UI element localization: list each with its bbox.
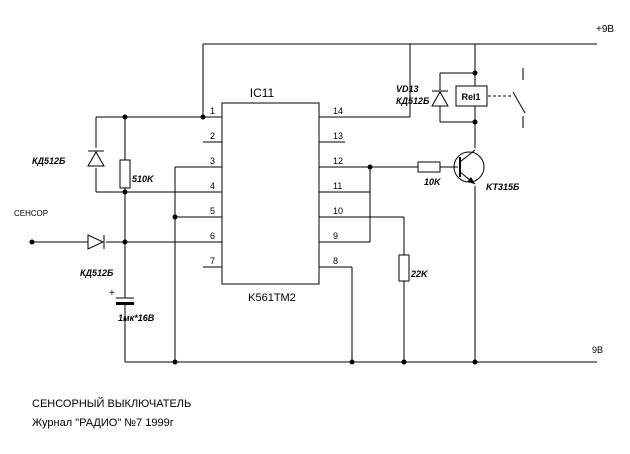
ic-body [221, 102, 320, 285]
transistor-label: KT315Б [486, 182, 520, 192]
diode-top-left [87, 150, 105, 167]
ic-part-label: K561TM2 [248, 292, 296, 304]
diode-relay-ref: VD13 [396, 84, 419, 94]
wires [32, 43, 597, 363]
transistor-npn [453, 149, 485, 185]
pin-5-label: 5 [210, 206, 215, 216]
caption-title: СЕНСОРНЫЙ ВЫКЛЮЧАТЕЛЬ [32, 398, 192, 410]
pin-2-label: 2 [210, 131, 215, 141]
resistor-22k [398, 254, 410, 282]
pin-14-label: 14 [333, 106, 343, 116]
pin-4-label: 4 [210, 181, 215, 191]
sensor-terminal-icon [29, 239, 35, 245]
ic-right-pin-numbers: 14 13 12 11 10 9 8 [333, 106, 343, 266]
relay-contact-icon [488, 68, 526, 128]
caption-source: Журнал "РАДИО" №7 1999г [32, 417, 174, 429]
pin-8-label: 8 [333, 256, 338, 266]
pin-9-label: 9 [333, 231, 338, 241]
relay-coil [455, 85, 488, 107]
pin-12-label: 12 [333, 156, 343, 166]
resistor-510k-label: 510K [132, 174, 155, 184]
resistor-10k [417, 161, 441, 173]
resistor-510k [119, 159, 131, 189]
minus-rail-label: 9B [592, 345, 603, 355]
ic-ref-label: IC11 [250, 86, 275, 100]
pin-1-label: 1 [210, 106, 215, 116]
pin-7-label: 7 [210, 256, 215, 266]
sensor-label: СЕНСОР [14, 209, 48, 218]
pin-13-label: 13 [333, 131, 343, 141]
junction-dots [122, 70, 478, 365]
plus-rail-label: +9B [596, 24, 614, 35]
diode-top-left-label: КД512Б [32, 156, 66, 166]
relay-label: Rel1 [461, 92, 480, 102]
ic-left-pin-numbers: 1 2 3 4 5 6 7 [210, 106, 215, 266]
resistor-22k-label: 22K [410, 269, 429, 279]
pin-11-label: 11 [333, 181, 342, 191]
pin-10-label: 10 [333, 206, 343, 216]
diode-relay [431, 90, 449, 107]
capacitor-label: 1мк*16В [118, 313, 155, 323]
diode-relay-type: КД512Б [396, 96, 430, 106]
pin-3-label: 3 [210, 156, 215, 166]
capacitor [116, 297, 134, 305]
resistor-10k-label: 10K [424, 177, 442, 187]
pin-6-label: 6 [210, 231, 215, 241]
capacitor-plus-label: + [109, 288, 115, 299]
diode-sensor [87, 234, 105, 250]
diode-sensor-label: КД512Б [80, 268, 114, 278]
